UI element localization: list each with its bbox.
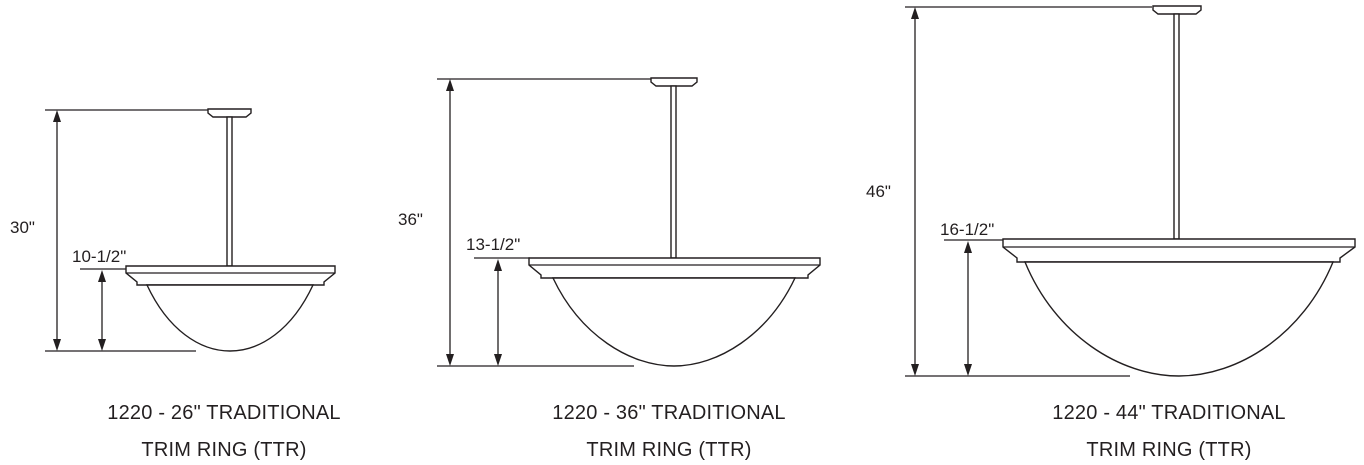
arrow-down-icon [911,364,919,376]
fixture-44-caption-line2: TRIM RING (TTR) [1086,439,1251,461]
fixture-26-drawing: 30" 10-1/2" [10,108,336,352]
arrow-up-icon [911,7,919,19]
canopy [1152,5,1202,15]
fixture-36-caption-line2: TRIM RING (TTR) [586,439,751,461]
overall-height-label: 36" [398,210,423,229]
stem [1173,13,1180,240]
overall-height-label: 46" [866,182,891,201]
trim-ring [1002,238,1356,263]
canopy [650,77,698,87]
glass-bowl [551,277,797,367]
arrow-down-icon [98,339,106,351]
bowl-height-label: 16-1/2" [940,220,994,239]
arrow-down-icon [53,339,61,351]
arrow-up-icon [494,259,502,271]
overall-height-label: 30" [10,218,35,237]
arrow-down-icon [446,354,454,366]
arrow-up-icon [446,79,454,91]
fixture-26-caption-line1: 1220 - 26" TRADITIONAL [107,402,340,424]
bowl-height-label: 13-1/2" [466,235,520,254]
arrow-down-icon [494,354,502,366]
arrow-up-icon [964,241,972,253]
glass-bowl [1023,261,1335,377]
stem [670,85,677,259]
bowl-height-label: 10-1/2" [72,247,126,266]
fixture-44-caption-line1: 1220 - 44" TRADITIONAL [1052,402,1285,424]
stem [226,116,233,267]
glass-bowl [145,284,315,352]
trim-ring [528,257,821,279]
fixture-26-caption-line2: TRIM RING (TTR) [141,439,306,461]
arrow-down-icon [964,364,972,376]
arrow-up-icon [98,270,106,282]
trim-ring [125,265,336,286]
fixture-36-caption-line1: 1220 - 36" TRADITIONAL [552,402,785,424]
fixture-36-drawing: 36" 13-1/2" [398,77,821,367]
fixture-44-drawing: 46" 16-1/2" [866,5,1356,377]
arrow-up-icon [53,110,61,122]
canopy [207,108,252,118]
